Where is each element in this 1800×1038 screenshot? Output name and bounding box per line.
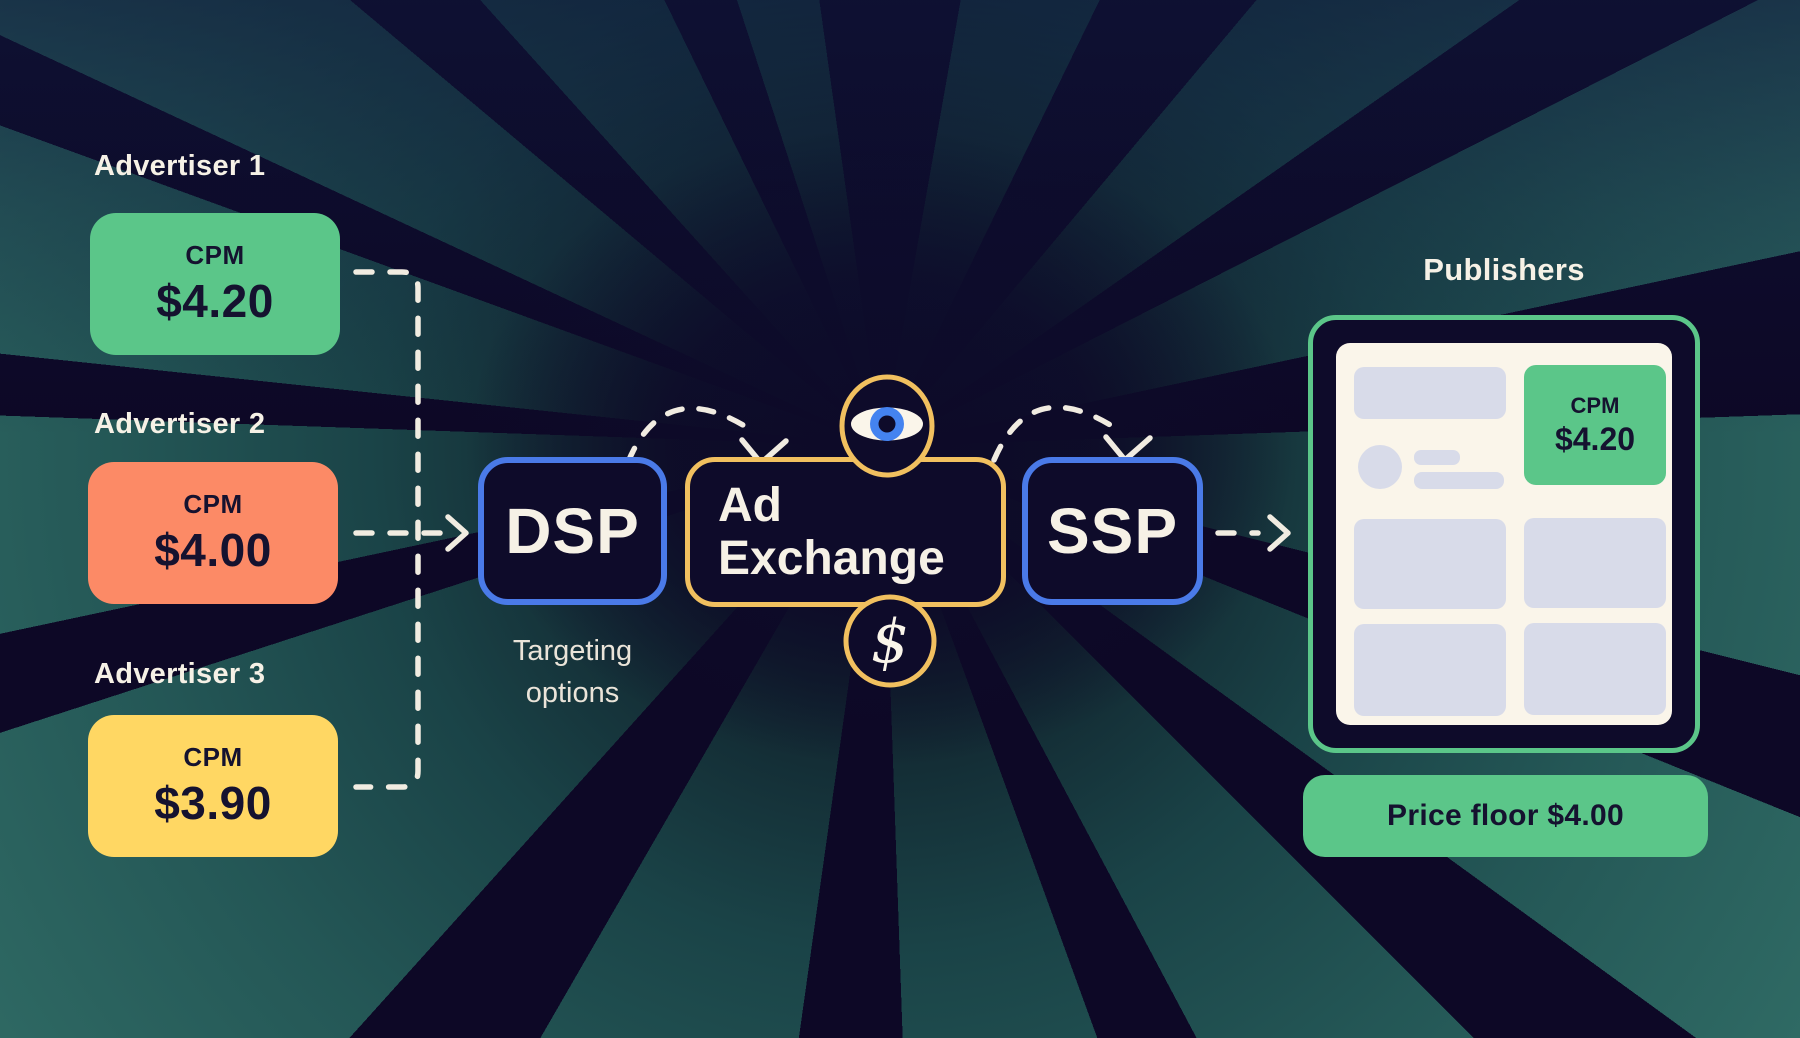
dsp-label: DSP [505, 495, 640, 567]
ad-slot-cpm-label: CPM [1570, 392, 1620, 418]
connector-bracket-advertisers [353, 269, 421, 790]
placeholder-content-block [1354, 624, 1506, 716]
publishers-card: CPM $4.20 [1308, 315, 1700, 753]
advertiser-1-card: CPM $4.20 [90, 213, 340, 355]
dsp-caption-wrap: Targeting options [478, 630, 667, 714]
advertiser-2-cpm-value: $4.00 [154, 524, 272, 576]
advertiser-2-cpm-label: CPM [183, 489, 243, 519]
placeholder-text-line-long [1414, 472, 1504, 489]
ssp-box: SSP [1022, 457, 1203, 605]
publishers-title: Publishers [1423, 252, 1585, 287]
placeholder-content-block [1354, 519, 1506, 609]
price-floor-label: Price floor $4.00 [1387, 799, 1624, 832]
advertiser-3-label: Advertiser 3 [94, 658, 266, 690]
eye-badge [839, 374, 935, 478]
advertiser-3-cpm-label: CPM [183, 742, 243, 772]
placeholder-header-block [1354, 367, 1506, 419]
dsp-box: DSP [478, 457, 667, 605]
advertiser-2-label: Advertiser 2 [94, 408, 266, 440]
placeholder-text-line-short [1414, 450, 1460, 465]
price-floor-badge: Price floor $4.00 [1303, 775, 1708, 857]
dsp-caption: Targeting options [512, 635, 633, 709]
placeholder-content-block [1524, 518, 1666, 608]
advertiser-3-card: CPM $3.90 [88, 715, 338, 857]
eye-icon [851, 407, 923, 441]
publisher-ad-slot: CPM $4.20 [1524, 365, 1666, 485]
dollar-badge-circle [843, 594, 937, 688]
advertiser-3-cpm-value: $3.90 [154, 777, 272, 829]
publisher-page-panel: CPM $4.20 [1336, 343, 1672, 725]
arc-arrow-dsp-to-ad-exchange-line [625, 405, 751, 465]
placeholder-avatar [1358, 445, 1402, 489]
placeholder-content-block [1524, 623, 1666, 715]
arrow-ssp-to-publishers-head [1267, 514, 1291, 552]
arrow-advertisers-to-dsp-head [445, 514, 469, 552]
arc-arrow-ad-exchange-to-ssp-line [991, 404, 1115, 463]
advertiser-1-cpm-value: $4.20 [156, 275, 274, 327]
dollar-badge: $ [843, 594, 937, 688]
ad-exchange-label: Ad Exchange [718, 479, 945, 585]
advertiser-1-cpm-label: CPM [185, 240, 245, 270]
dollar-icon: $ [871, 607, 909, 677]
advertiser-1-label: Advertiser 1 [94, 150, 266, 182]
ad-slot-cpm-value: $4.20 [1554, 420, 1636, 457]
ad-exchange-box: Ad Exchange [685, 457, 1006, 607]
ssp-label: SSP [1046, 495, 1179, 567]
advertiser-2-card: CPM $4.00 [88, 462, 338, 604]
